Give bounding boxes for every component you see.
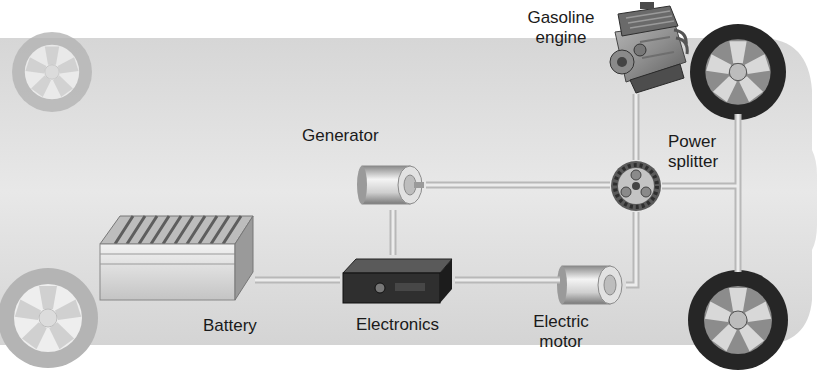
power-link bbox=[455, 280, 560, 281]
component-node: Generator bbox=[360, 160, 426, 210]
front-wheel bbox=[690, 24, 786, 120]
front-wheel bbox=[688, 270, 788, 370]
component-label: Electric motor bbox=[526, 312, 596, 352]
power-link bbox=[636, 94, 637, 160]
link-core bbox=[635, 94, 638, 160]
link-core bbox=[426, 184, 610, 187]
component-label: Generator bbox=[302, 126, 379, 146]
link-band bbox=[626, 212, 636, 285]
link-band bbox=[390, 210, 397, 255]
link-band bbox=[633, 94, 640, 160]
link-core bbox=[255, 279, 340, 282]
link-band bbox=[255, 277, 340, 284]
motor-picture bbox=[557, 266, 622, 304]
generator-picture bbox=[357, 166, 424, 204]
link-band bbox=[455, 277, 560, 284]
drive-axle bbox=[662, 114, 738, 272]
engine-picture bbox=[610, 2, 687, 93]
rear-wheel bbox=[0, 268, 98, 368]
rear-wheel bbox=[12, 32, 92, 112]
link-core bbox=[626, 212, 636, 285]
component-label: Battery bbox=[203, 316, 257, 336]
component-node: Electronics bbox=[340, 255, 455, 305]
battery-picture bbox=[100, 216, 253, 300]
component-node: Gasoline engine bbox=[600, 2, 690, 94]
component-node: Electric motor bbox=[560, 262, 626, 308]
link-band bbox=[426, 182, 610, 189]
power-link bbox=[626, 212, 636, 285]
component-label: Gasoline engine bbox=[526, 8, 596, 48]
component-node: Power splitter bbox=[610, 160, 662, 212]
electronics-picture bbox=[343, 259, 452, 303]
power-link bbox=[255, 280, 340, 281]
link-core bbox=[392, 210, 395, 255]
power-link bbox=[426, 185, 610, 186]
component-node: Battery bbox=[95, 210, 255, 305]
splitter-picture bbox=[611, 161, 661, 211]
link-core bbox=[455, 279, 560, 282]
component-label: Electronics bbox=[340, 315, 455, 335]
power-link bbox=[393, 210, 394, 255]
component-label: Power splitter bbox=[668, 132, 730, 172]
